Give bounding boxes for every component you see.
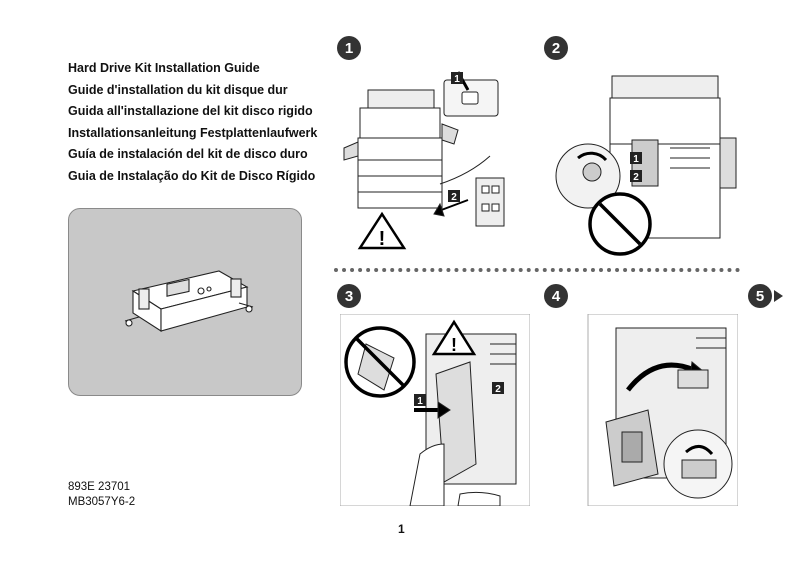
hard-drive-kit-image <box>124 270 254 333</box>
callout-2: 2 <box>633 172 639 183</box>
step-2-badge: 2 <box>544 36 568 60</box>
step-2-illustration: 1 2 <box>555 75 737 256</box>
callout-2: 2 <box>451 192 457 203</box>
part-number: 893E 23701 <box>68 481 131 493</box>
step-4-illustration <box>587 314 738 506</box>
callout-1: 1 <box>454 74 460 85</box>
manual-number: MB3057Y6-2 <box>68 496 136 508</box>
title-pt: Guia de Instalação do Kit de Disco Rígid… <box>68 168 316 183</box>
svg-text:!: ! <box>379 228 386 250</box>
warning-icon <box>357 211 407 250</box>
kit-illustration-panel <box>68 208 302 396</box>
guide-titles: Hard Drive Kit Installation Guide Guide … <box>68 58 338 187</box>
callout-1: 1 <box>633 154 639 165</box>
power-button-icon <box>461 91 479 105</box>
step-4-badge: 4 <box>544 284 568 308</box>
document-codes: 893E 23701 MB3057Y6-2 <box>68 480 135 510</box>
step-5-badge: 5 <box>748 284 772 308</box>
step-3-badge: 3 <box>337 284 361 308</box>
callout-2: 2 <box>495 384 501 395</box>
svg-text:!: ! <box>451 335 457 355</box>
title-es: Guía de instalación del kit de disco dur… <box>68 147 308 161</box>
title-it: Guida all'installazione del kit disco ri… <box>68 104 313 118</box>
page-number: 1 <box>398 522 405 536</box>
callout-1: 1 <box>417 396 423 407</box>
title-de: Installationsanleitung Festplattenlaufwe… <box>68 125 318 140</box>
next-step-indicator: 5 <box>748 284 783 308</box>
arrow-right-icon <box>774 290 783 302</box>
step-1-illustration: ! 1 2 <box>343 71 505 250</box>
section-divider <box>334 268 740 272</box>
warning-icon <box>431 319 477 356</box>
title-fr: Guide d'installation du kit disque dur <box>68 82 288 97</box>
step-3-illustration: ! 1 2 <box>340 314 530 506</box>
step-1-badge: 1 <box>337 36 361 60</box>
title-en: Hard Drive Kit Installation Guide <box>68 61 260 75</box>
